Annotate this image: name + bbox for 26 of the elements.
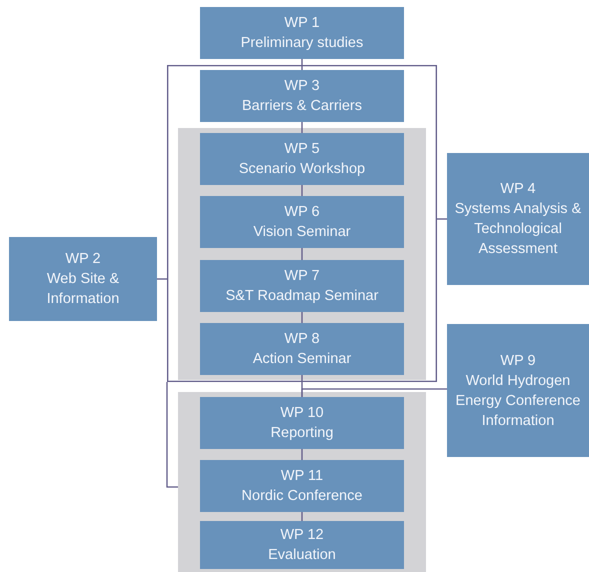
connector-line bbox=[301, 388, 447, 397]
work-package-box: WP 3 Barriers & Carriers bbox=[200, 70, 404, 122]
work-package-box: WP 1 Preliminary studies bbox=[200, 7, 404, 59]
connector-line bbox=[437, 218, 447, 220]
work-package-box: WP 7 S&T Roadmap Seminar bbox=[200, 260, 404, 312]
connector-line bbox=[301, 312, 303, 323]
work-package-box: WP 10 Reporting bbox=[200, 397, 404, 449]
work-package-box: WP 12 Evaluation bbox=[200, 521, 404, 569]
work-package-box: WP 2 Web Site & Information bbox=[9, 237, 157, 321]
connector-line bbox=[301, 512, 303, 521]
panel-background bbox=[178, 392, 426, 572]
connector-line bbox=[166, 382, 178, 488]
connector-line bbox=[301, 449, 303, 460]
work-package-box: WP 4 Systems Analysis & Technological Assessment bbox=[447, 153, 589, 285]
work-package-box: WP 5 Scenario Workshop bbox=[200, 133, 404, 185]
work-package-box: WP 11 Nordic Conference bbox=[200, 460, 404, 512]
work-package-box: WP 6 Vision Seminar bbox=[200, 196, 404, 248]
connector-line bbox=[157, 278, 167, 280]
work-package-box: WP 9 World Hydrogen Energy Conference Information bbox=[447, 324, 589, 457]
panel-background bbox=[178, 128, 426, 380]
connector-line bbox=[301, 185, 303, 196]
frame-outline bbox=[167, 65, 437, 382]
work-package-box: WP 8 Action Seminar bbox=[200, 323, 404, 375]
connector-line bbox=[301, 59, 303, 70]
connector-line bbox=[301, 248, 303, 260]
connector-line bbox=[301, 122, 303, 133]
